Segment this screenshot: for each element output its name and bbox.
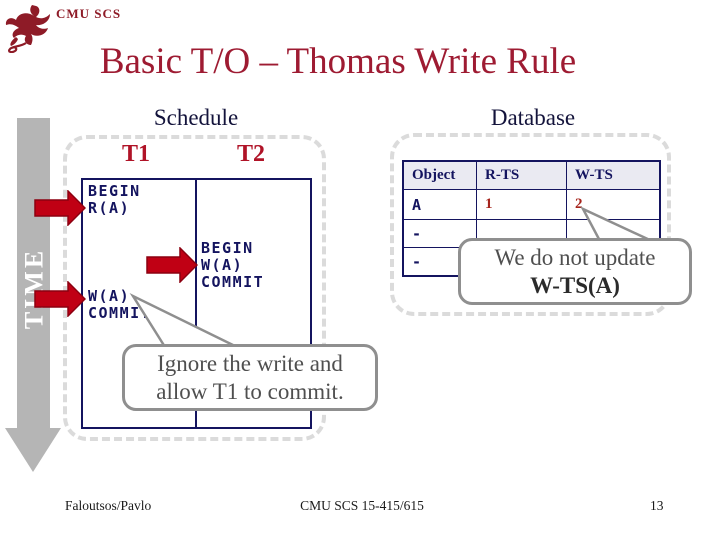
callout-ignore-line1: Ignore the write and (157, 351, 343, 376)
col-header-rts: R-TS (476, 160, 567, 190)
logo-text: CMU SCS (56, 6, 122, 21)
pointer-arrow-icon (146, 247, 198, 283)
footer-author: Faloutsos/Pavlo (65, 498, 152, 513)
table-row: A 1 2 (402, 189, 661, 220)
footer-course: CMU SCS 15-415/615 (300, 498, 424, 513)
database-heading: Database (490, 105, 576, 130)
t1-column-label: T1 (121, 141, 150, 167)
callout-wts-line1: We do not update (494, 245, 656, 270)
time-axis-arrowhead-icon (5, 428, 61, 472)
schedule-op-t1-write: W(A) (88, 287, 131, 305)
schedule-op-t1-commit: COMMIT (88, 304, 152, 322)
callout-wts: We do not update W-TS(A) (458, 238, 692, 305)
cell-wts-a: 2 (566, 189, 661, 220)
schedule-op-t1-read: R(A) (88, 199, 131, 217)
cell-rts-a: 1 (476, 189, 567, 220)
time-axis-bar (17, 118, 50, 428)
schedule-op-t2-commit: COMMIT (201, 273, 265, 291)
cell-object-a: A (402, 189, 477, 220)
page-number: 13 (650, 498, 664, 513)
slide-title: Basic T/O – Thomas Write Rule (99, 41, 577, 82)
pointer-arrow-icon (34, 281, 86, 317)
t2-column-label: T2 (236, 141, 265, 167)
schedule-panel (63, 135, 326, 441)
pointer-arrow-icon (34, 190, 86, 226)
callout-wts-line2: W-TS(A) (530, 273, 620, 298)
table-header-row: Object R-TS W-TS (402, 160, 661, 190)
col-header-wts: W-TS (566, 160, 661, 190)
schedule-heading: Schedule (153, 105, 239, 130)
dragon-logo-icon (5, 5, 50, 53)
database-panel (390, 133, 671, 316)
schedule-op-t1-begin: BEGIN (88, 182, 141, 200)
callout-ignore: Ignore the write and allow T1 to commit. (122, 344, 378, 411)
schedule-op-t2-write: W(A) (201, 256, 244, 274)
col-header-object: Object (402, 160, 477, 190)
callout-ignore-line2: allow T1 to commit. (156, 379, 344, 404)
schedule-op-t2-begin: BEGIN (201, 239, 254, 257)
